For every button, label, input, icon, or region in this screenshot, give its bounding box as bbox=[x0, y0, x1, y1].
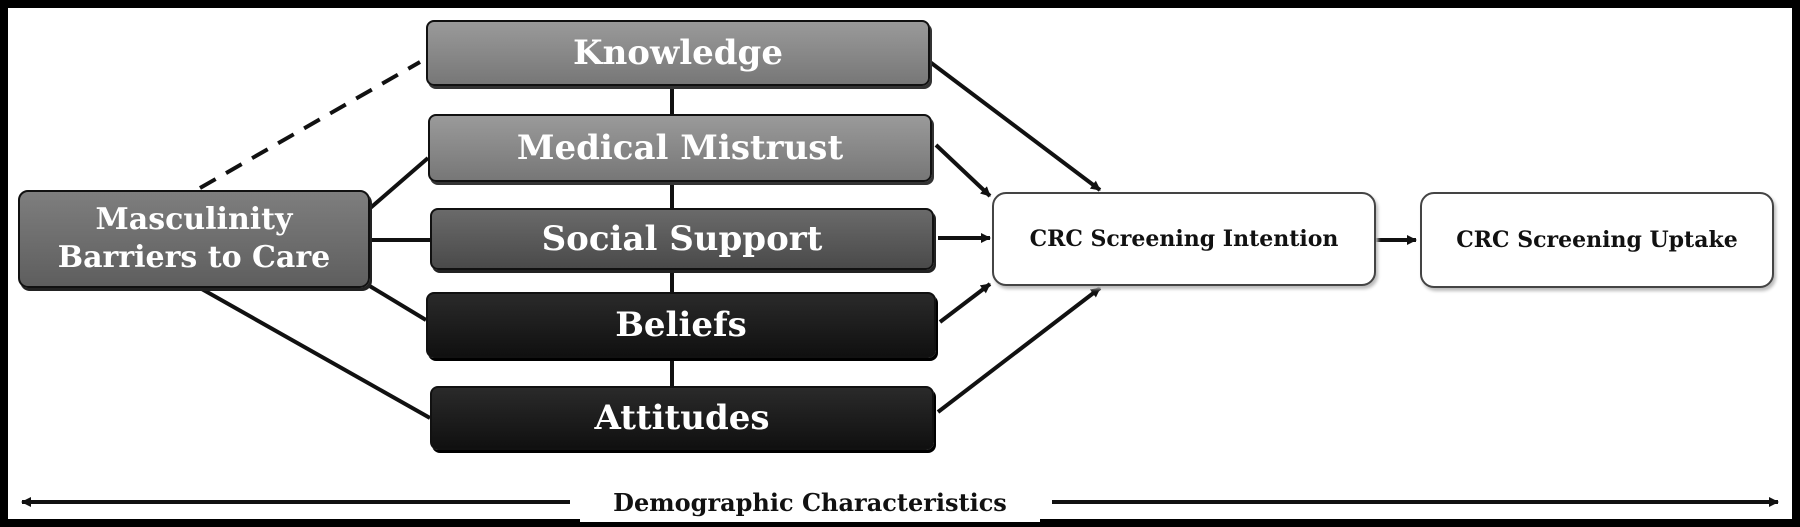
node-knowledge: Knowledge bbox=[426, 20, 930, 86]
link-masculinity-knowledge bbox=[199, 60, 421, 190]
node-beliefs: Beliefs bbox=[426, 292, 936, 358]
arrow-knowledge-intention bbox=[928, 60, 1102, 192]
node-masculinity-barriers: Masculinity Barriers to Care bbox=[18, 190, 370, 288]
node-social-support-label: Social Support bbox=[541, 219, 823, 259]
node-medical-mistrust: Medical Mistrust bbox=[428, 114, 932, 182]
node-masculinity-line1: Masculinity bbox=[95, 202, 293, 237]
node-attitudes: Attitudes bbox=[430, 386, 934, 450]
node-knowledge-label: Knowledge bbox=[573, 33, 783, 73]
link-masculinity-beliefs bbox=[366, 283, 428, 322]
node-social-support: Social Support bbox=[430, 208, 934, 270]
link-masculinity-attitudes bbox=[199, 286, 431, 420]
node-crc-uptake-label: CRC Screening Uptake bbox=[1456, 227, 1738, 253]
arrow-medical-mistrust-intention bbox=[934, 143, 992, 198]
link-masculinity-medical-mistrust bbox=[366, 156, 430, 212]
node-medical-mistrust-label: Medical Mistrust bbox=[516, 128, 844, 168]
arrow-attitudes-intention bbox=[936, 286, 1102, 414]
node-masculinity-line2: Barriers to Care bbox=[57, 240, 331, 275]
demographics-label: Demographic Characteristics bbox=[580, 482, 1040, 522]
node-beliefs-label: Beliefs bbox=[615, 305, 747, 345]
node-crc-intention-label: CRC Screening Intention bbox=[1029, 226, 1339, 252]
node-crc-uptake: CRC Screening Uptake bbox=[1420, 192, 1774, 288]
arrow-beliefs-intention bbox=[938, 282, 992, 324]
node-crc-intention: CRC Screening Intention bbox=[992, 192, 1376, 286]
node-attitudes-label: Attitudes bbox=[594, 398, 770, 438]
